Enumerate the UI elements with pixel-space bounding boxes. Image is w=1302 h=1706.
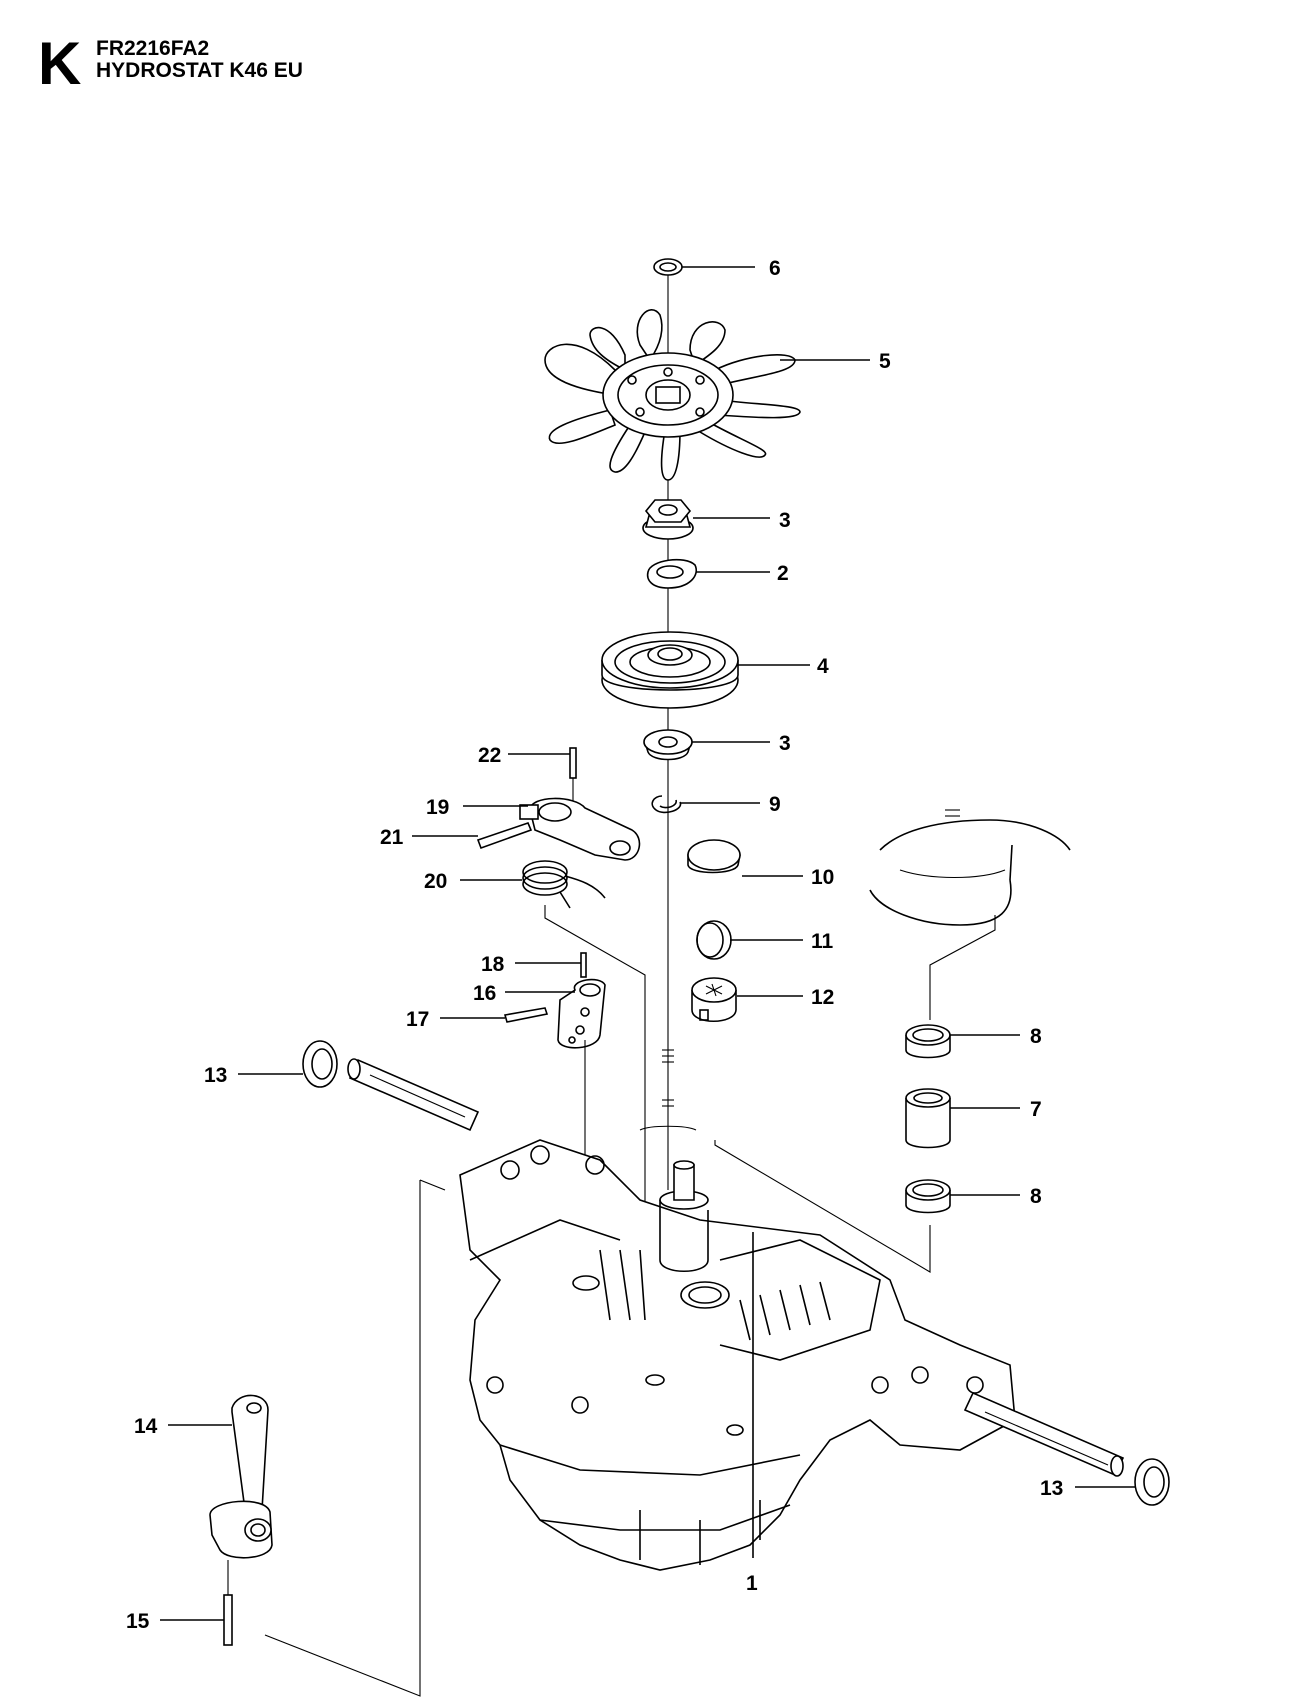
callout-1: 1: [746, 1572, 758, 1595]
callout-2: 2: [777, 562, 789, 585]
part-10-cap: [687, 839, 741, 874]
part-9-e-clip: [651, 795, 682, 814]
part-3-hex-nut: [642, 499, 694, 540]
section-letter: K: [38, 30, 82, 97]
callout-8-lower: 8: [1030, 1185, 1042, 1208]
callout-15: 15: [126, 1610, 150, 1633]
callout-19: 19: [426, 796, 449, 819]
callout-3-upper: 3: [779, 509, 791, 532]
callout-6: 6: [769, 257, 781, 280]
part-8-bushing-upper: [905, 1024, 951, 1059]
callout-20: 20: [424, 870, 447, 893]
callout-18: 18: [481, 953, 505, 976]
part-12-valve-body: [691, 977, 737, 1022]
callout-8-upper: 8: [1030, 1025, 1042, 1048]
part-14-brake-arm: [209, 1394, 273, 1559]
part-19-control-arm: [519, 797, 641, 861]
callout-leader-lines: [160, 266, 1135, 1621]
left-axle: [347, 1058, 480, 1132]
part-1-transmission-housing: [459, 1139, 1016, 1571]
part-21-pin: [476, 822, 533, 850]
callout-16: 16: [473, 982, 496, 1005]
callout-12: 12: [811, 986, 834, 1009]
part-18-pin: [580, 952, 587, 978]
part-13-oil-seal-left: [302, 1040, 338, 1088]
callout-3-lower: 3: [779, 732, 791, 755]
reference-lines: [264, 905, 996, 1697]
part-16-control-arm: [557, 978, 606, 1049]
shaft-break-marks: [639, 1049, 697, 1131]
part-20-spring: [522, 860, 606, 909]
part-3-spacer: [643, 729, 693, 761]
callout-17: 17: [406, 1008, 429, 1031]
part-2-washer: [646, 558, 697, 589]
callout-labels: 6 5 3 2 4 3 22 9 19 21 10 20 11 18 16 12…: [126, 257, 1063, 1633]
model-number: FR2216FA2: [96, 37, 210, 60]
callout-13-left: 13: [204, 1064, 227, 1087]
part-4-pulley: [601, 631, 739, 709]
part-17-pin: [503, 1007, 549, 1023]
part-8-bushing-lower: [905, 1179, 951, 1214]
part-13-oil-seal-right: [1134, 1458, 1170, 1506]
oil-reservoir: [869, 809, 1071, 926]
part-7-sleeve: [905, 1088, 951, 1149]
callout-4: 4: [817, 655, 829, 678]
part-15-pin: [223, 1560, 233, 1646]
callout-14: 14: [134, 1415, 158, 1438]
part-5-cooling-fan: [544, 309, 801, 481]
callout-9: 9: [769, 793, 781, 816]
callout-7: 7: [1030, 1098, 1042, 1121]
callout-11: 11: [811, 930, 834, 953]
callout-21: 21: [380, 826, 404, 849]
callout-10: 10: [811, 866, 834, 889]
right-axle: [963, 1391, 1125, 1477]
callout-13-right: 13: [1040, 1477, 1063, 1500]
callout-5: 5: [879, 350, 891, 373]
part-6-snap-ring: [653, 258, 683, 276]
callout-22: 22: [478, 744, 501, 767]
part-11-disc: [696, 920, 732, 960]
diagram-title: HYDROSTAT K46 EU: [96, 59, 303, 82]
